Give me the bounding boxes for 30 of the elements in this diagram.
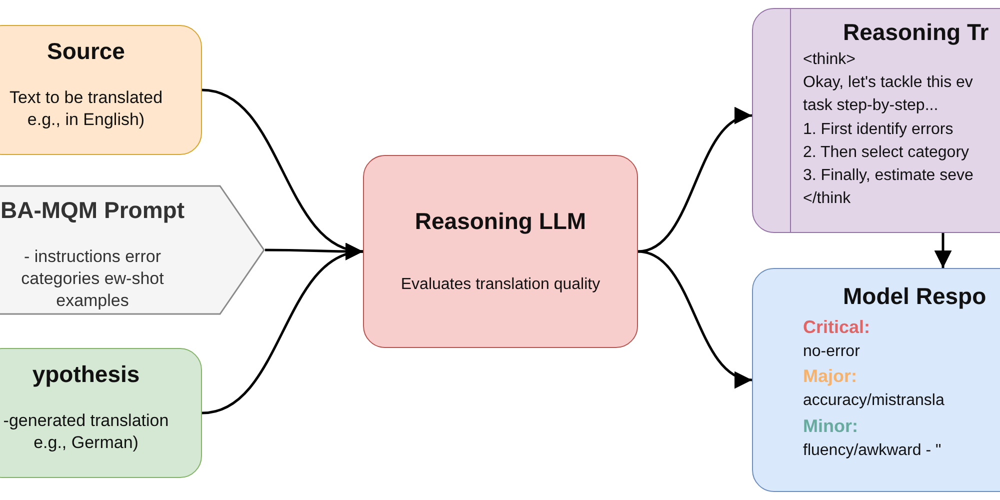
node-title: BA-MQM Prompt	[0, 197, 184, 224]
prompt-shape	[0, 185, 265, 315]
severity-label: Minor:	[803, 414, 858, 438]
trace-line: 2. Then select category	[803, 142, 970, 163]
node-title: Source	[47, 38, 125, 65]
trace-line: Okay, let's tackle this ev	[803, 73, 973, 94]
process-box	[363, 155, 638, 348]
node-title: Reasoning Tr	[843, 19, 989, 46]
node-text: - instructions error categories ew-shot examples	[20, 246, 165, 312]
severity-label: Major:	[803, 365, 857, 388]
trace-line: </think	[803, 189, 851, 210]
severity-label: Critical:	[803, 316, 870, 339]
trace-line: <think>	[803, 50, 856, 70]
node-title: Model Respo	[843, 283, 986, 310]
response-line: no-error	[803, 342, 860, 362]
arrow	[638, 110, 752, 253]
node-title: ypothesis	[32, 361, 140, 388]
trace-line: task step-by-step...	[803, 96, 938, 116]
arrow	[202, 246, 364, 414]
content-box	[0, 348, 202, 478]
node-text: Text to be translated e.g., in English)	[8, 87, 164, 132]
trace-line: 3. Finally, estimate seve	[803, 166, 974, 186]
node-text: -generated translation e.g., German)	[2, 410, 170, 454]
arrow	[934, 233, 952, 268]
node-text: Evaluates translation quality	[400, 274, 600, 295]
response-line: fluency/awkward - "	[803, 440, 942, 461]
trace-line: 1. First identify errors	[803, 120, 954, 140]
node-title: Reasoning LLM	[414, 208, 586, 235]
content-box	[0, 25, 202, 155]
response-line: accuracy/mistransla	[803, 391, 944, 412]
